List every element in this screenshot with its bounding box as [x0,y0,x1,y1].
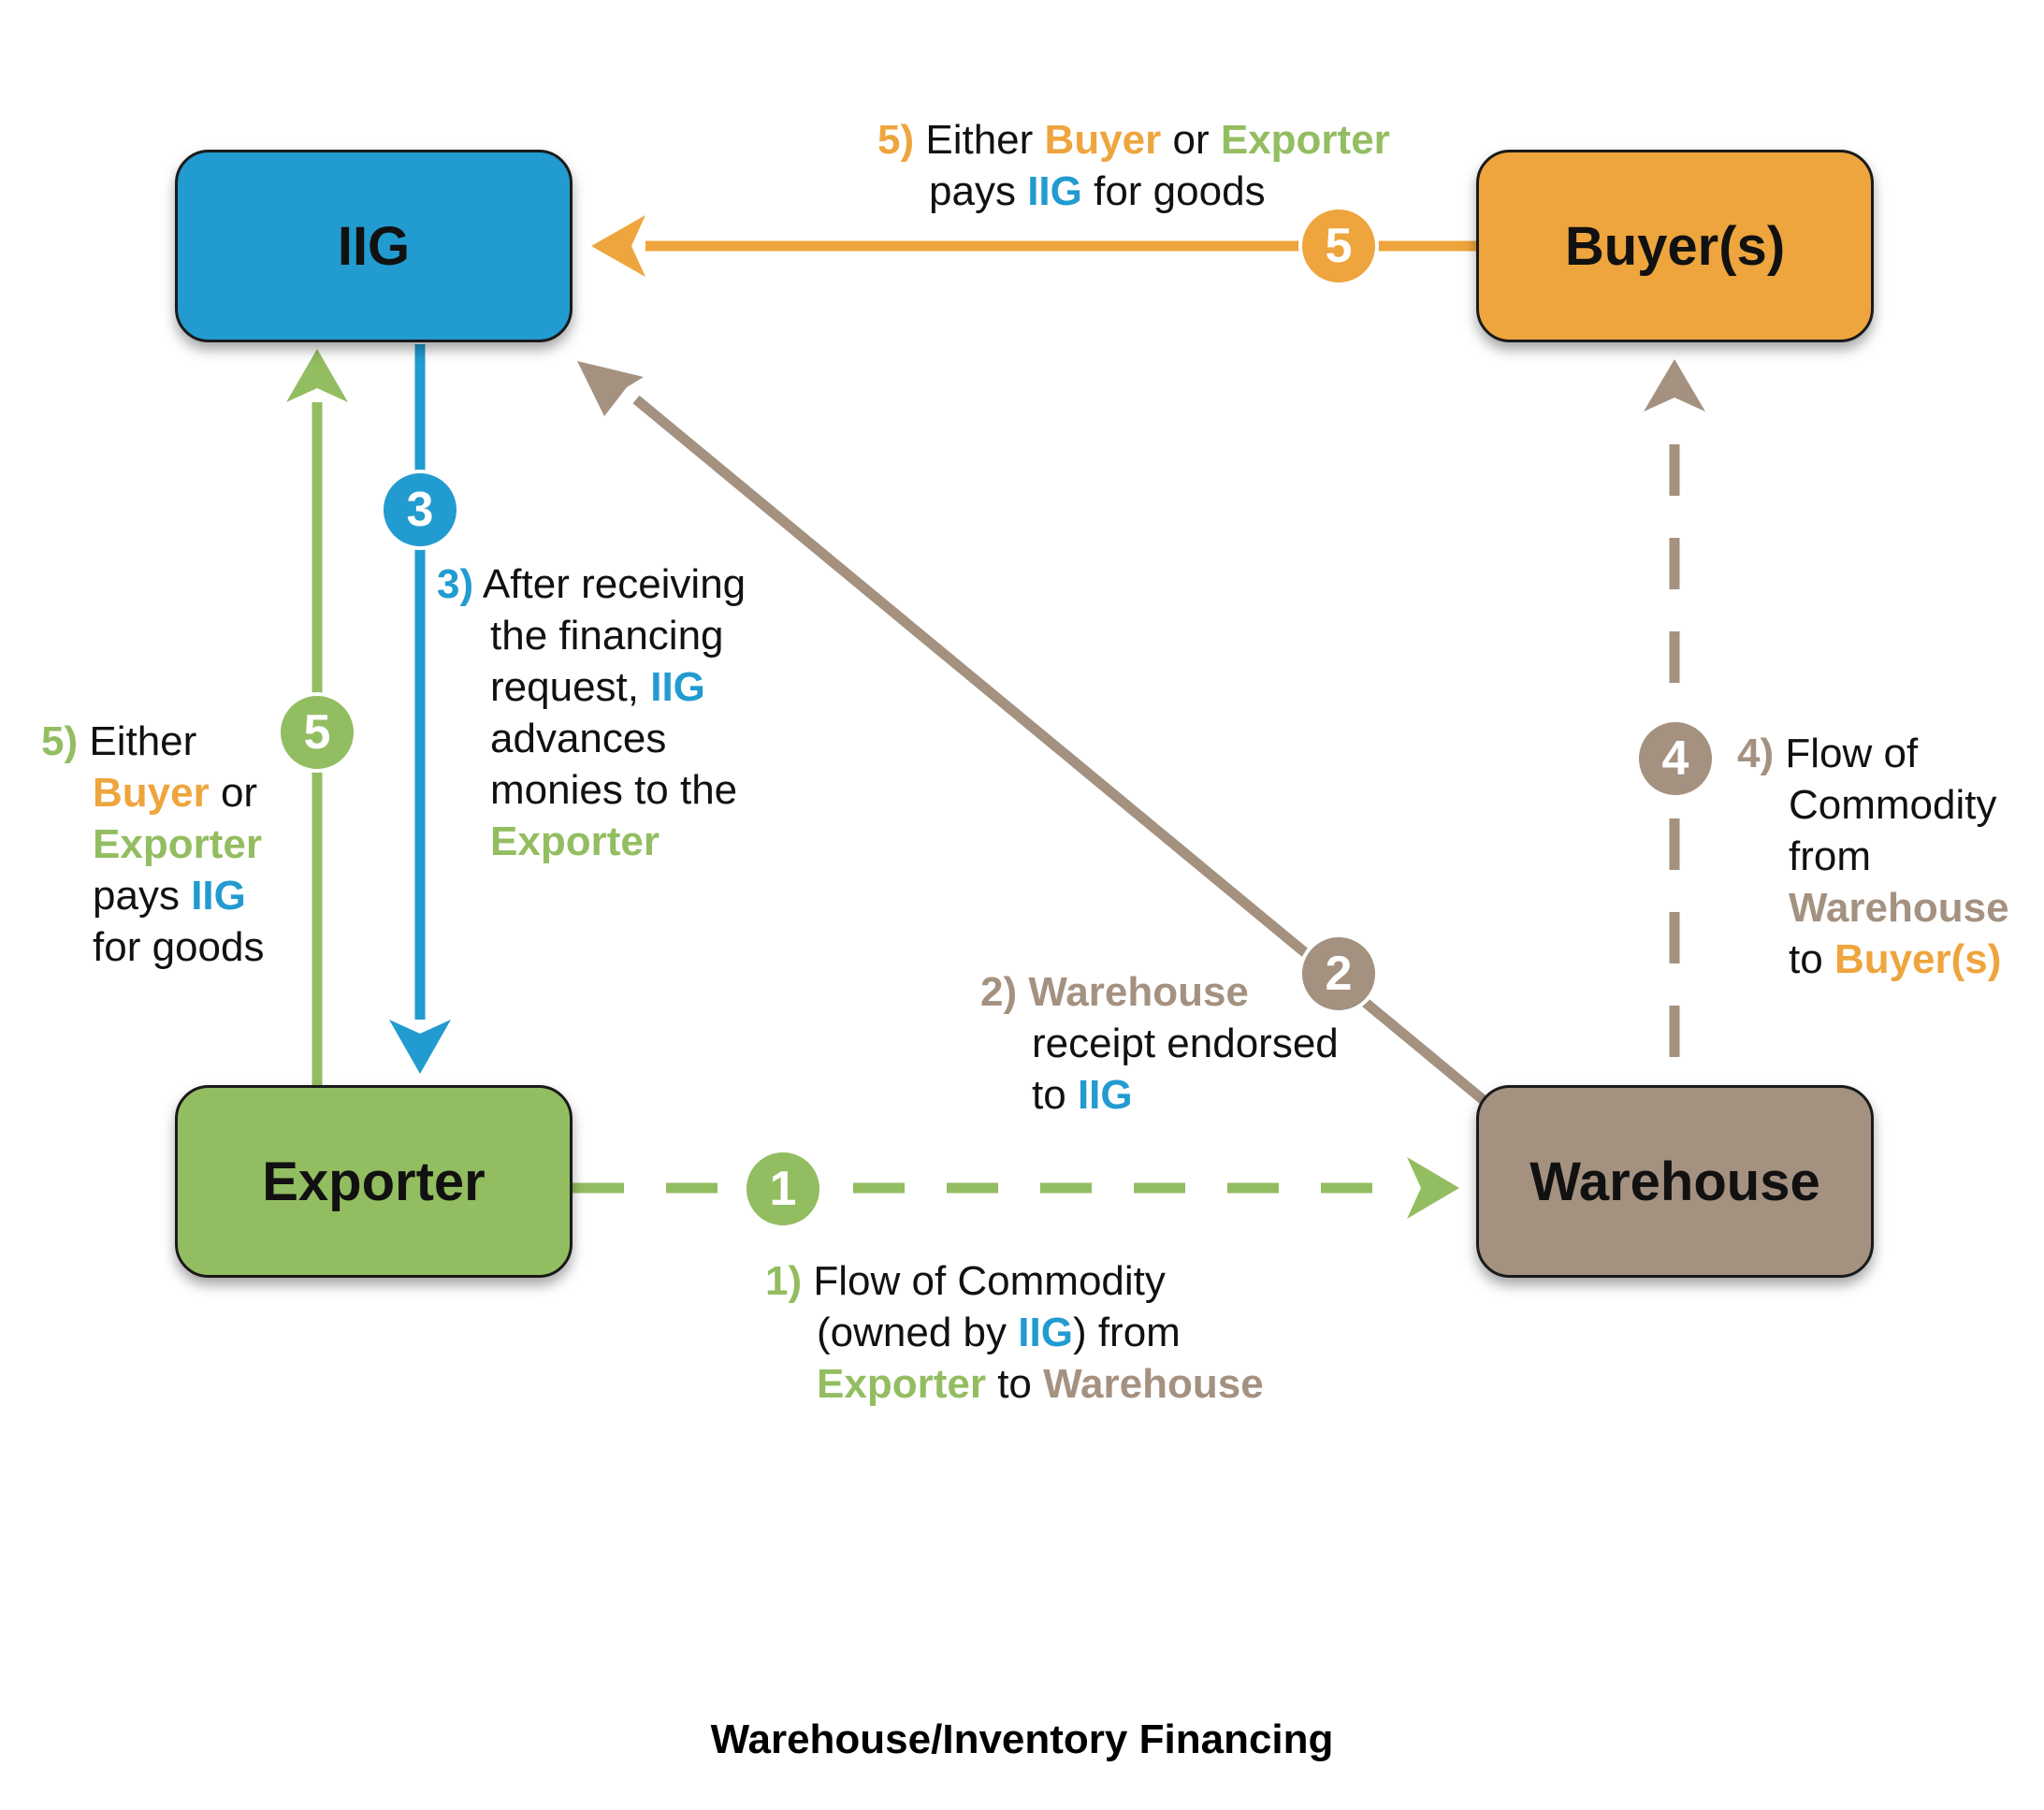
arrowhead-exporter-to-iig [286,349,348,402]
step-number: 1) [765,1258,803,1304]
label-text: Either [89,718,197,764]
label-text: Either [925,117,1034,163]
label-iig: IIG [1027,168,1082,214]
step-number: 3) [437,561,474,607]
step-badge-2: 2 [1298,934,1379,1014]
label-step5-top: 5) Either Buyer or Exporter pays IIG for… [877,114,1390,217]
label-iig: IIG [1018,1310,1073,1355]
label-text: (owned by [817,1310,1008,1355]
label-exporter: Exporter [490,818,660,864]
label-text: ) from [1072,1310,1181,1355]
label-text: pays [93,873,180,919]
label-warehouse: Warehouse [1028,969,1249,1015]
node-iig: IIG [175,150,573,342]
step-number: 2) [980,969,1018,1015]
label-text: the financing [490,613,724,659]
label-exporter: Exporter [1220,117,1390,163]
label-text: to [1032,1072,1066,1118]
label-text: for goods [1094,168,1266,214]
label-exporter: Exporter [817,1361,986,1407]
label-text: Commodity [1789,782,1997,828]
label-text: from [1789,833,1871,879]
label-text: request, [490,664,639,710]
label-iig: IIG [191,873,246,919]
label-buyer: Buyer [1044,117,1162,163]
step-number: 4) [1737,731,1775,776]
label-iig: IIG [1077,1072,1133,1118]
label-step5-left: 5) Either Buyer or Exporter pays IIG for… [41,716,264,973]
diagram-title: Warehouse/Inventory Financing [710,1716,1334,1762]
label-text: to [1789,936,1823,982]
step-badge-4: 4 [1635,718,1716,799]
label-text: to [997,1361,1032,1407]
label-text: monies to the [490,767,738,813]
label-warehouse: Warehouse [1043,1361,1264,1407]
label-step3: 3) After receiving the financing request… [437,558,746,867]
label-text: After receiving [482,561,747,607]
label-text: for goods [93,924,265,970]
arrowhead-exporter-to-warehouse [1407,1157,1459,1219]
label-text: Flow of Commodity [813,1258,1166,1304]
node-buyers: Buyer(s) [1476,150,1874,342]
node-exporter: Exporter [175,1085,573,1278]
label-text: pays [929,168,1016,214]
label-exporter: Exporter [93,821,262,867]
arrowhead-buyer-to-iig [591,215,645,277]
step-badge-1: 1 [743,1149,823,1229]
step-badge-5-left: 5 [277,692,357,773]
label-warehouse: Warehouse [1789,885,2009,931]
step-number: 5) [877,117,915,163]
step-number: 5) [41,718,79,764]
label-step4: 4) Flow of Commodity from Warehouse to B… [1737,728,2009,985]
step-badge-5-top: 5 [1298,206,1379,286]
label-text: receipt endorsed [1032,1021,1339,1066]
step-badge-3: 3 [380,470,460,550]
arrowhead-warehouse-to-iig [577,361,644,416]
label-text: Flow of [1785,731,1919,776]
label-iig: IIG [650,664,705,710]
label-text: or [1172,117,1210,163]
arrowhead-iig-to-exporter [389,1020,451,1074]
label-buyers: Buyer(s) [1834,936,2002,982]
label-text: or [220,770,258,816]
node-warehouse: Warehouse [1476,1085,1874,1278]
label-buyer: Buyer [93,770,210,816]
label-step2: 2) Warehouse receipt endorsed to IIG [980,966,1339,1121]
label-step1: 1) Flow of Commodity (owned by IIG) from… [765,1255,1264,1410]
arrowhead-warehouse-to-buyer [1644,359,1705,412]
label-text: advances [490,716,667,761]
